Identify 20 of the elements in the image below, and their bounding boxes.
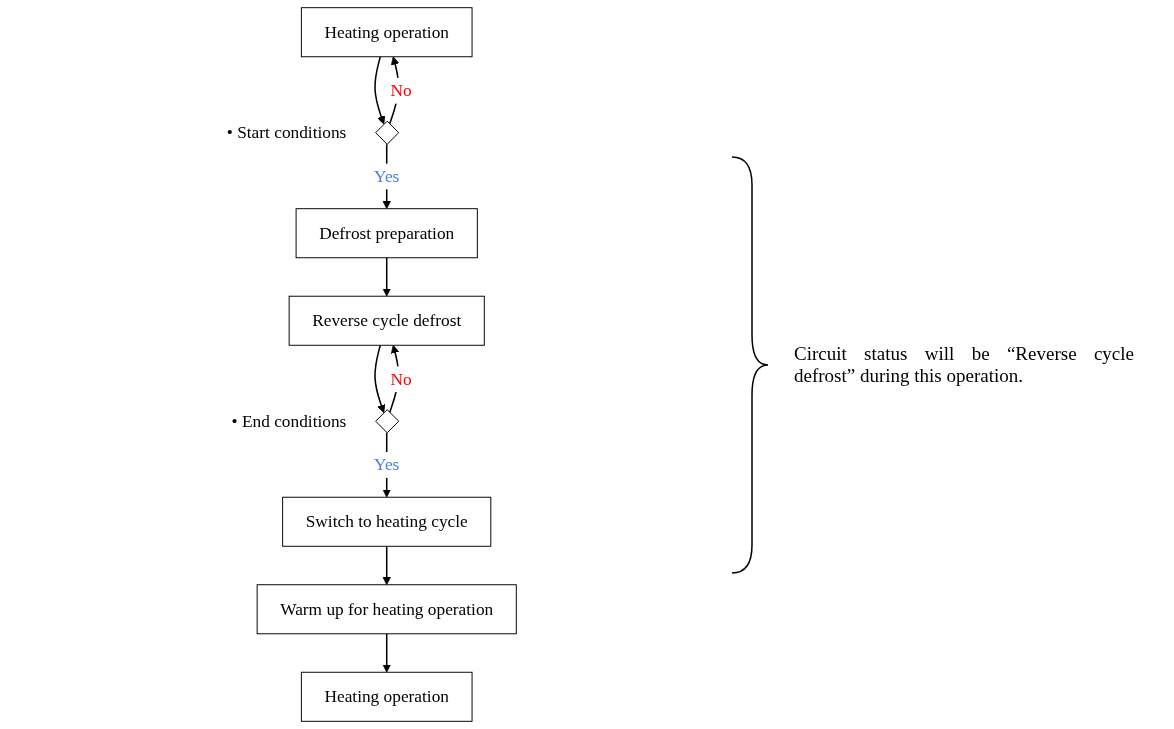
- note-text: Circuit status will be “Reverse cycle defrost” during this operation.: [794, 342, 1134, 387]
- node-box: Switch to heating cycle: [282, 496, 492, 547]
- arrow: [374, 344, 386, 413]
- node-box: Defrost preparation: [295, 208, 478, 259]
- edge-label: No: [390, 80, 412, 100]
- node-box: Warm up for heating operation: [256, 584, 517, 635]
- node-box: Heating operation: [300, 7, 473, 58]
- edge-label: Yes: [374, 166, 400, 186]
- edge-label: Yes: [374, 454, 400, 475]
- node-label: • End conditions: [231, 411, 347, 431]
- node-box: Reverse cycle defrost: [288, 295, 485, 346]
- node-box: Heating operation: [300, 671, 473, 722]
- node-diamond: [375, 120, 400, 145]
- node-diamond: [375, 409, 400, 434]
- arrow: [374, 55, 386, 125]
- arrow: [382, 545, 391, 586]
- arrow: [382, 257, 391, 297]
- edge-label: No: [390, 369, 412, 389]
- node-label: • Start conditions: [226, 122, 347, 142]
- arrow: [382, 633, 391, 673]
